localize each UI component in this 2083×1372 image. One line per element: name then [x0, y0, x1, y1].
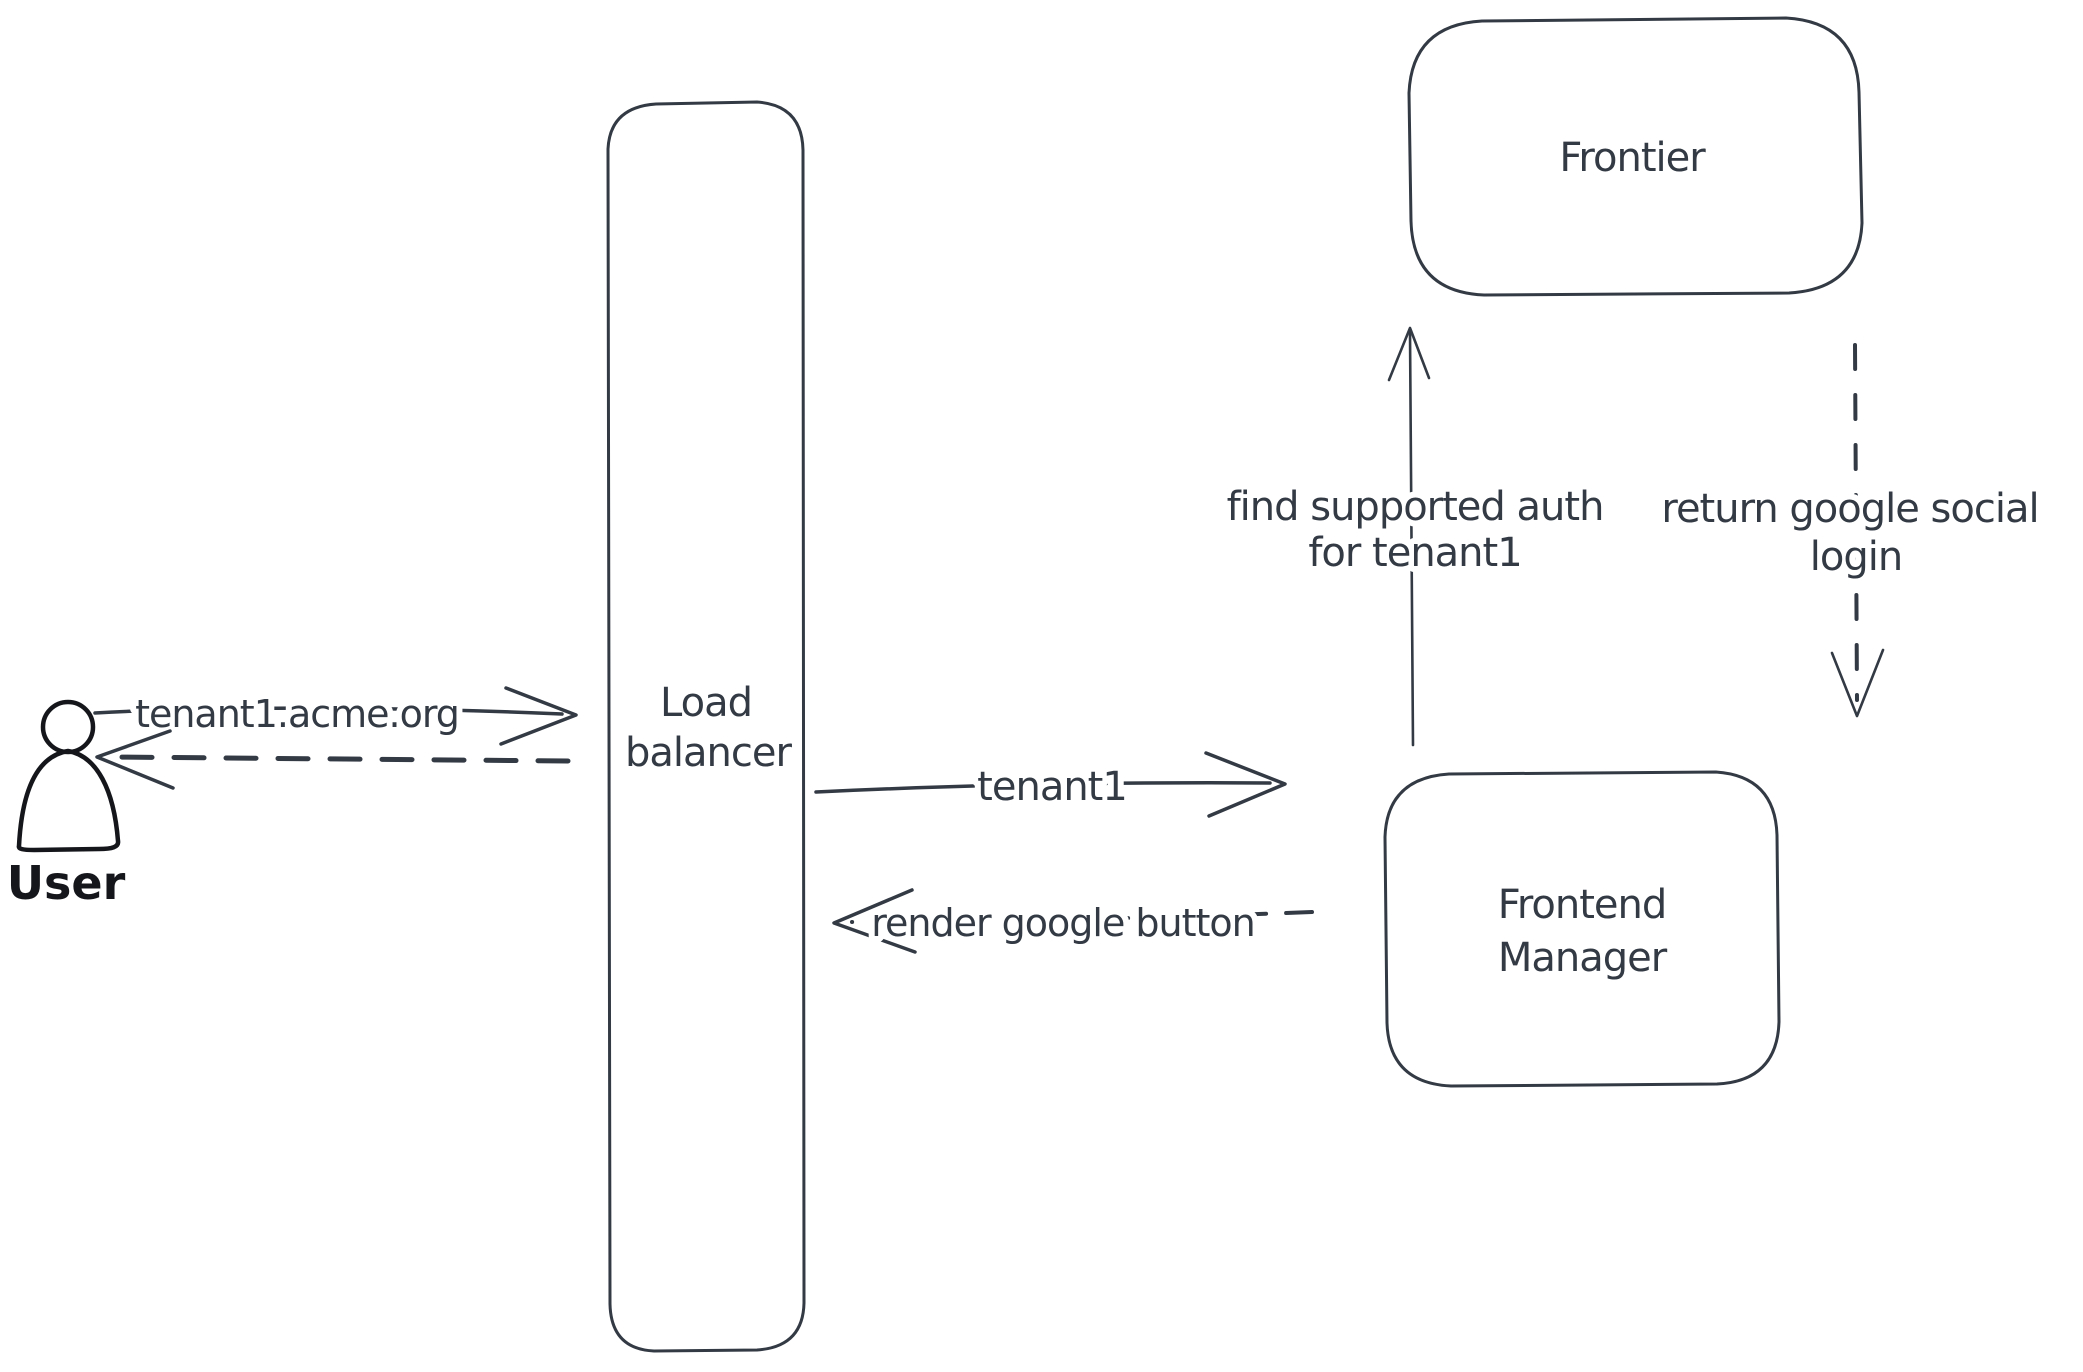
- edge-user-to-load-balancer: tenant1.acme.org: [93, 686, 578, 746]
- find-auth-label-line2: for tenant1: [1308, 530, 1521, 576]
- edge-load-balancer-to-user: [95, 729, 571, 790]
- frontend-manager-label-line2: Manager: [1498, 935, 1668, 981]
- response-arrowhead-left-icon: [95, 729, 175, 790]
- frontier-box: [1407, 16, 1864, 297]
- user-label: User: [7, 856, 126, 910]
- user-body-icon: [16, 748, 121, 853]
- tenant1-arrowhead-right-icon: [1204, 751, 1287, 818]
- request-arrowhead-right-icon: [499, 686, 578, 746]
- find-auth-arrow-shaft: [1408, 330, 1415, 747]
- return-login-dashed-shaft: [1853, 343, 1859, 702]
- tenant1-arrow-shaft: [814, 781, 1272, 794]
- request-arrow-shaft: [93, 706, 564, 716]
- render-button-arrowhead-left-icon: [832, 888, 917, 954]
- return-login-label-line1: return google social: [1661, 486, 2038, 532]
- node-load-balancer: Load balancer: [606, 100, 806, 1353]
- node-frontend-manager: Frontend Manager: [1383, 770, 1781, 1088]
- render-button-arrow-label: render google button: [871, 901, 1255, 945]
- frontier-label: Frontier: [1559, 135, 1706, 181]
- find-auth-arrowhead-up-icon: [1387, 326, 1431, 382]
- frontend-manager-label-line1: Frontend: [1498, 882, 1667, 928]
- response-dashed-shaft: [109, 754, 571, 764]
- find-auth-label-line1: find supported auth: [1227, 484, 1604, 530]
- request-arrow-label: tenant1.acme.org: [135, 692, 459, 736]
- user-head-icon: [40, 699, 96, 755]
- edge-load-balancer-to-frontend-manager: tenant1: [814, 751, 1287, 818]
- edge-frontend-manager-to-frontier: find supported auth for tenant1: [1221, 326, 1610, 747]
- node-frontier: Frontier: [1407, 16, 1864, 297]
- load-balancer-label-line1: Load: [660, 680, 752, 726]
- load-balancer-label-line2: balancer: [625, 730, 792, 776]
- edge-frontend-manager-to-load-balancer: render google button: [832, 888, 1314, 954]
- load-balancer-box: [606, 100, 806, 1353]
- tenant1-arrow-label: tenant1: [977, 764, 1127, 810]
- render-button-dashed-shaft: [850, 910, 1314, 924]
- edge-frontier-to-frontend-manager: return google social login: [1655, 343, 2046, 718]
- frontend-manager-box: [1383, 770, 1781, 1088]
- user-actor-icon: User: [7, 699, 126, 910]
- return-login-label-line2: login: [1810, 534, 1902, 580]
- return-login-arrowhead-down-icon: [1830, 648, 1885, 718]
